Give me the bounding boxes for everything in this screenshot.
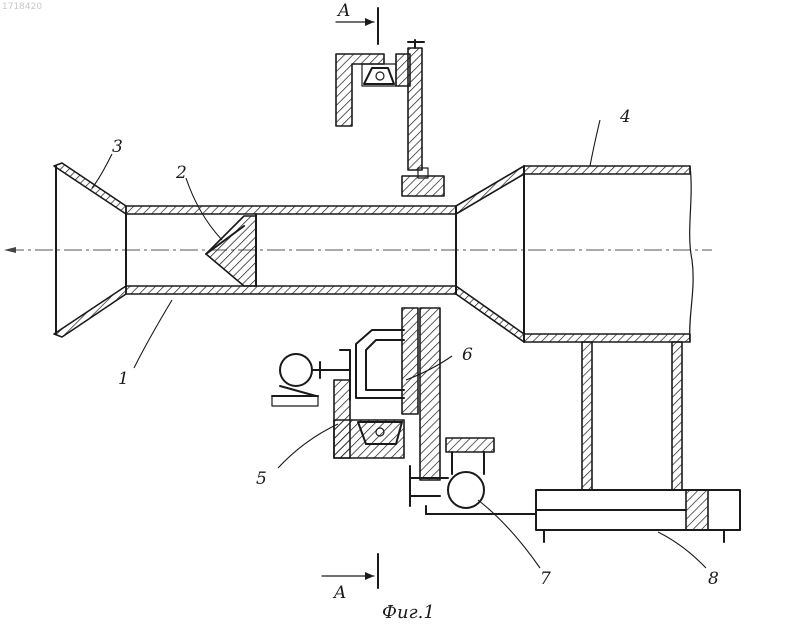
label-part-5: 5 — [256, 469, 267, 489]
section-label-bottom: A — [332, 583, 346, 603]
figure-caption: Фиг.1 — [382, 602, 435, 623]
label-part-4: 4 — [619, 107, 631, 127]
diffuser — [456, 166, 524, 342]
support-legs — [582, 342, 682, 490]
leader-lines — [92, 120, 706, 568]
cone-body — [206, 216, 256, 286]
chamber — [524, 166, 693, 342]
section-mark-top: A — [336, 1, 378, 44]
label-part-6: 6 — [462, 345, 473, 365]
label-part-1: 1 — [118, 369, 129, 389]
label-part-3: 3 — [112, 137, 123, 157]
label-part-8: 8 — [708, 569, 719, 589]
hydraulic-cylinder — [440, 490, 740, 542]
section-label-top: A — [336, 1, 350, 21]
bent-lever — [340, 330, 404, 400]
label-part-2: 2 — [175, 163, 187, 183]
label-part-7: 7 — [540, 569, 551, 589]
section-mark-bottom: A — [322, 554, 378, 603]
flow-arrow — [4, 247, 16, 253]
document-stamp: 1718420 — [2, 2, 42, 12]
section-view-top — [336, 40, 444, 196]
